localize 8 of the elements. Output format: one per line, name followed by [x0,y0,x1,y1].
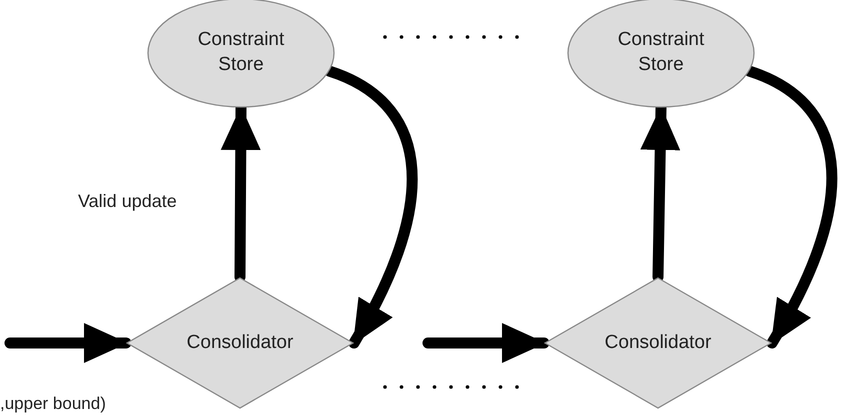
note-text: ,upper bound) [0,394,106,414]
node-label: Consolidator [604,330,712,355]
arrow [4,323,132,363]
edge-label: Valid update [78,190,177,212]
arrow [422,323,550,363]
node-label: Constraint Store [196,28,286,77]
node-label: Consolidator [186,330,294,355]
node-label: Constraint Store [616,28,706,77]
